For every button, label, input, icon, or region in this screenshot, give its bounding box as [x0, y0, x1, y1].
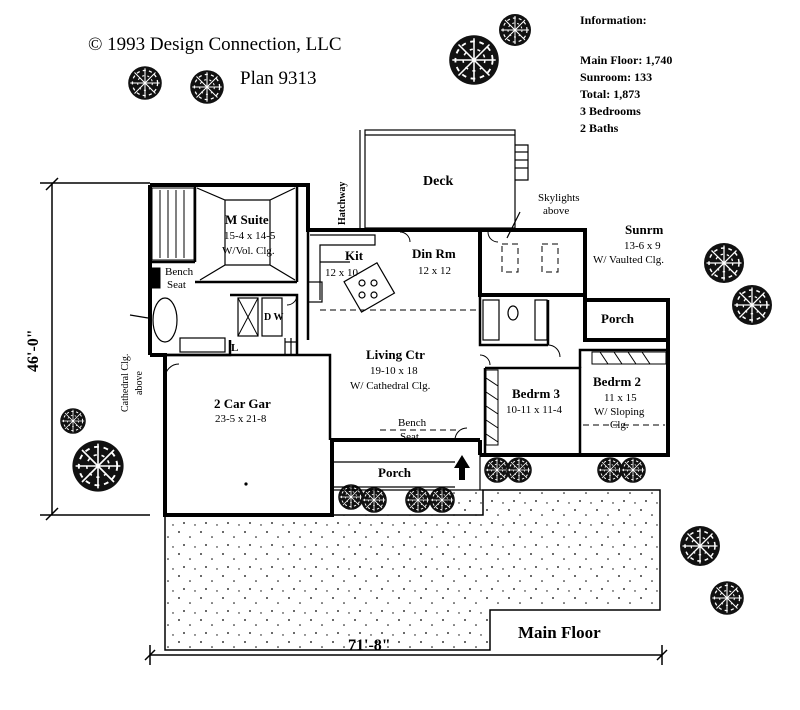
garage-post	[244, 482, 248, 486]
din-size: 12 x 12	[418, 265, 451, 277]
msuite-note: W/Vol. Clg.	[222, 245, 275, 257]
dimension-depth-line	[40, 177, 150, 521]
vol-ceiling	[196, 187, 296, 281]
bed3-size: 10-11 x 11-4	[506, 404, 563, 416]
plan-number: Plan 9313	[240, 68, 317, 89]
skylight-1	[501, 243, 519, 273]
bed3-label: Bedrm 3	[512, 386, 561, 401]
bedroom-closets	[485, 351, 667, 446]
skylight-2	[541, 243, 559, 273]
cathedral-leader	[129, 314, 149, 319]
closet	[149, 187, 195, 289]
bed2-note: W/ Sloping	[594, 406, 645, 418]
info-title: Information:	[580, 13, 647, 27]
bed2-size: 11 x 15	[604, 392, 637, 404]
garage-label: 2 Car Gar	[214, 396, 271, 411]
tub	[152, 297, 178, 343]
info-main-floor: Main Floor: 1,740	[580, 53, 672, 67]
kit-size: 12 x 10	[325, 267, 359, 279]
bench-seat-front: Bench	[398, 417, 427, 429]
skylights-label: Skylights	[538, 192, 580, 204]
bed2-note-2: Clg.	[610, 419, 629, 431]
living-note: W/ Cathedral Clg.	[350, 380, 431, 392]
depth-dimension: 46'-0"	[25, 329, 42, 372]
laundry-code: L	[231, 342, 238, 354]
bed2-label: Bedrm 2	[593, 374, 641, 389]
living-size: 19-10 x 18	[370, 365, 418, 377]
dw-code: D W	[264, 312, 284, 323]
dimension-width-line	[144, 645, 668, 665]
din-label: Din Rm	[412, 246, 456, 261]
bench-seat-top: Bench	[165, 266, 194, 278]
info-total: Total: 1,873	[580, 87, 640, 101]
sunrm-size: 13-6 x 9	[624, 240, 661, 252]
hatchway-label: Hatchway	[337, 182, 348, 225]
garage-steps	[284, 338, 292, 355]
cathedral-label: Cathedral Clg.	[120, 354, 131, 412]
garage-size: 23-5 x 21-8	[215, 413, 267, 425]
width-dimension: 71'-8"	[348, 637, 391, 654]
info-bedrooms: 3 Bedrooms	[580, 104, 641, 118]
deck-label: Deck	[423, 174, 454, 189]
toilet	[507, 305, 519, 321]
info-sunroom: Sunroom: 133	[580, 70, 652, 84]
cathedral-label-2: above	[134, 371, 145, 395]
dw-washer	[237, 297, 259, 337]
floor-title: Main Floor	[518, 623, 601, 642]
kitchen-fixtures	[307, 234, 396, 313]
copyright-text: © 1993 Design Connection, LLC	[88, 34, 342, 55]
sunrm-note: W/ Vaulted Clg.	[593, 254, 664, 266]
msuite-size: 15-4 x 14-5	[224, 230, 276, 242]
vanity	[179, 337, 226, 353]
skylights-label-2: above	[543, 205, 569, 217]
bench-seat-front-2: Seat	[400, 431, 419, 443]
door-swings	[164, 231, 561, 441]
porch-front	[332, 461, 455, 488]
front-walk-pavers	[440, 490, 483, 515]
entry-arrow	[454, 455, 470, 480]
bath2-tub	[482, 299, 500, 341]
living-label: Living Ctr	[366, 347, 425, 362]
sunrm-label: Sunrm	[625, 222, 663, 237]
porch-right-label: Porch	[601, 311, 635, 326]
kit-label: Kit	[345, 248, 364, 263]
msuite-label: M Suite	[225, 212, 269, 227]
bench-seat-top-2: Seat	[167, 279, 186, 291]
info-baths: 2 Baths	[580, 121, 619, 135]
porch-front-label: Porch	[378, 465, 412, 480]
dryer	[261, 297, 283, 337]
